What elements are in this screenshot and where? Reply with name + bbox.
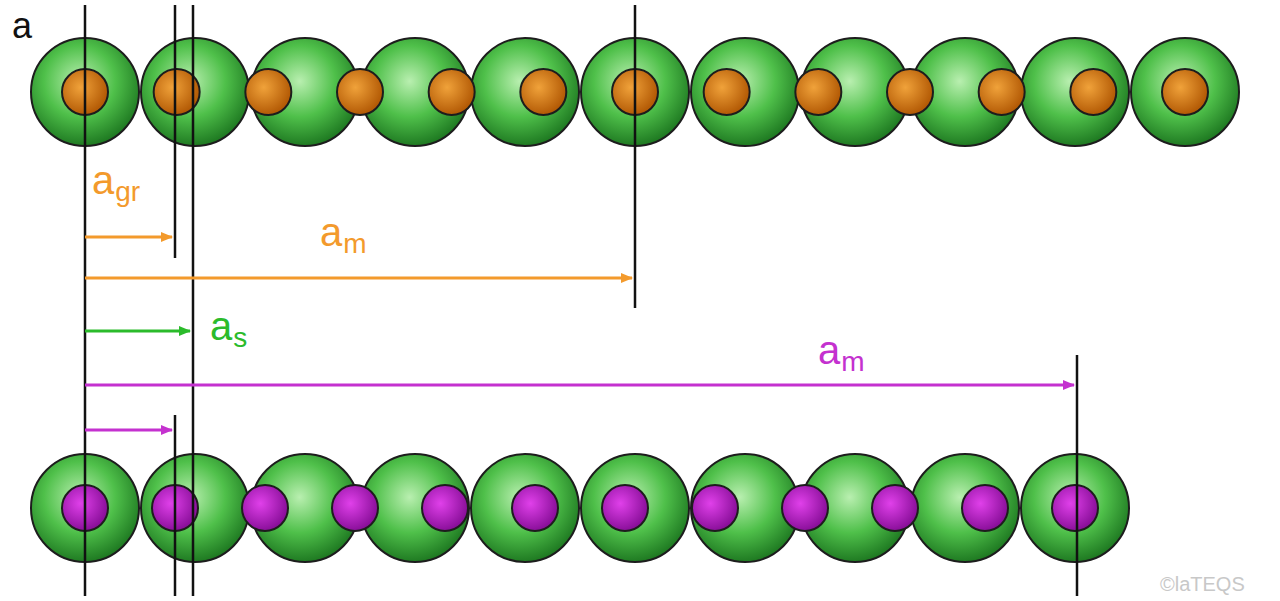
atom [422, 485, 468, 531]
reference-lines [85, 5, 1077, 596]
atom [1162, 69, 1208, 115]
atom [581, 454, 689, 562]
atom [962, 485, 1008, 531]
atom [1021, 454, 1129, 562]
atom [887, 69, 933, 115]
atom [332, 485, 378, 531]
atom [429, 69, 475, 115]
subscript: s [233, 322, 247, 353]
symbol: a [12, 5, 32, 46]
atom [242, 485, 288, 531]
atom [795, 69, 841, 115]
figure-letter: a [12, 8, 32, 44]
atom [692, 485, 738, 531]
atom [471, 454, 579, 562]
subscript: m [343, 228, 366, 259]
atom [471, 38, 579, 146]
symbol: a [818, 328, 840, 372]
dimension-arrows [85, 237, 1074, 430]
atom [1070, 69, 1116, 115]
symbol: ©laTEQS [1160, 573, 1245, 595]
atom [141, 454, 249, 562]
subscript: gr [115, 176, 140, 207]
dimension-label: as [210, 306, 247, 346]
dimension-label: am [818, 330, 865, 370]
atom [602, 485, 648, 531]
symbol: a [210, 304, 232, 348]
atom [512, 485, 558, 531]
atom [872, 485, 918, 531]
atom [1131, 38, 1239, 146]
symbol: a [320, 210, 342, 254]
atom [1021, 38, 1129, 146]
atom [245, 69, 291, 115]
atom [520, 69, 566, 115]
atom [337, 69, 383, 115]
atom [911, 454, 1019, 562]
atom [979, 69, 1025, 115]
subscript: m [841, 346, 864, 377]
atom [691, 38, 799, 146]
atom [141, 38, 249, 146]
atom [1052, 485, 1098, 531]
symbol: a [92, 158, 114, 202]
watermark: ©laTEQS [1160, 574, 1245, 594]
dimension-label: agr [92, 160, 140, 200]
atom [704, 69, 750, 115]
atom [782, 485, 828, 531]
dimension-label: am [320, 212, 367, 252]
